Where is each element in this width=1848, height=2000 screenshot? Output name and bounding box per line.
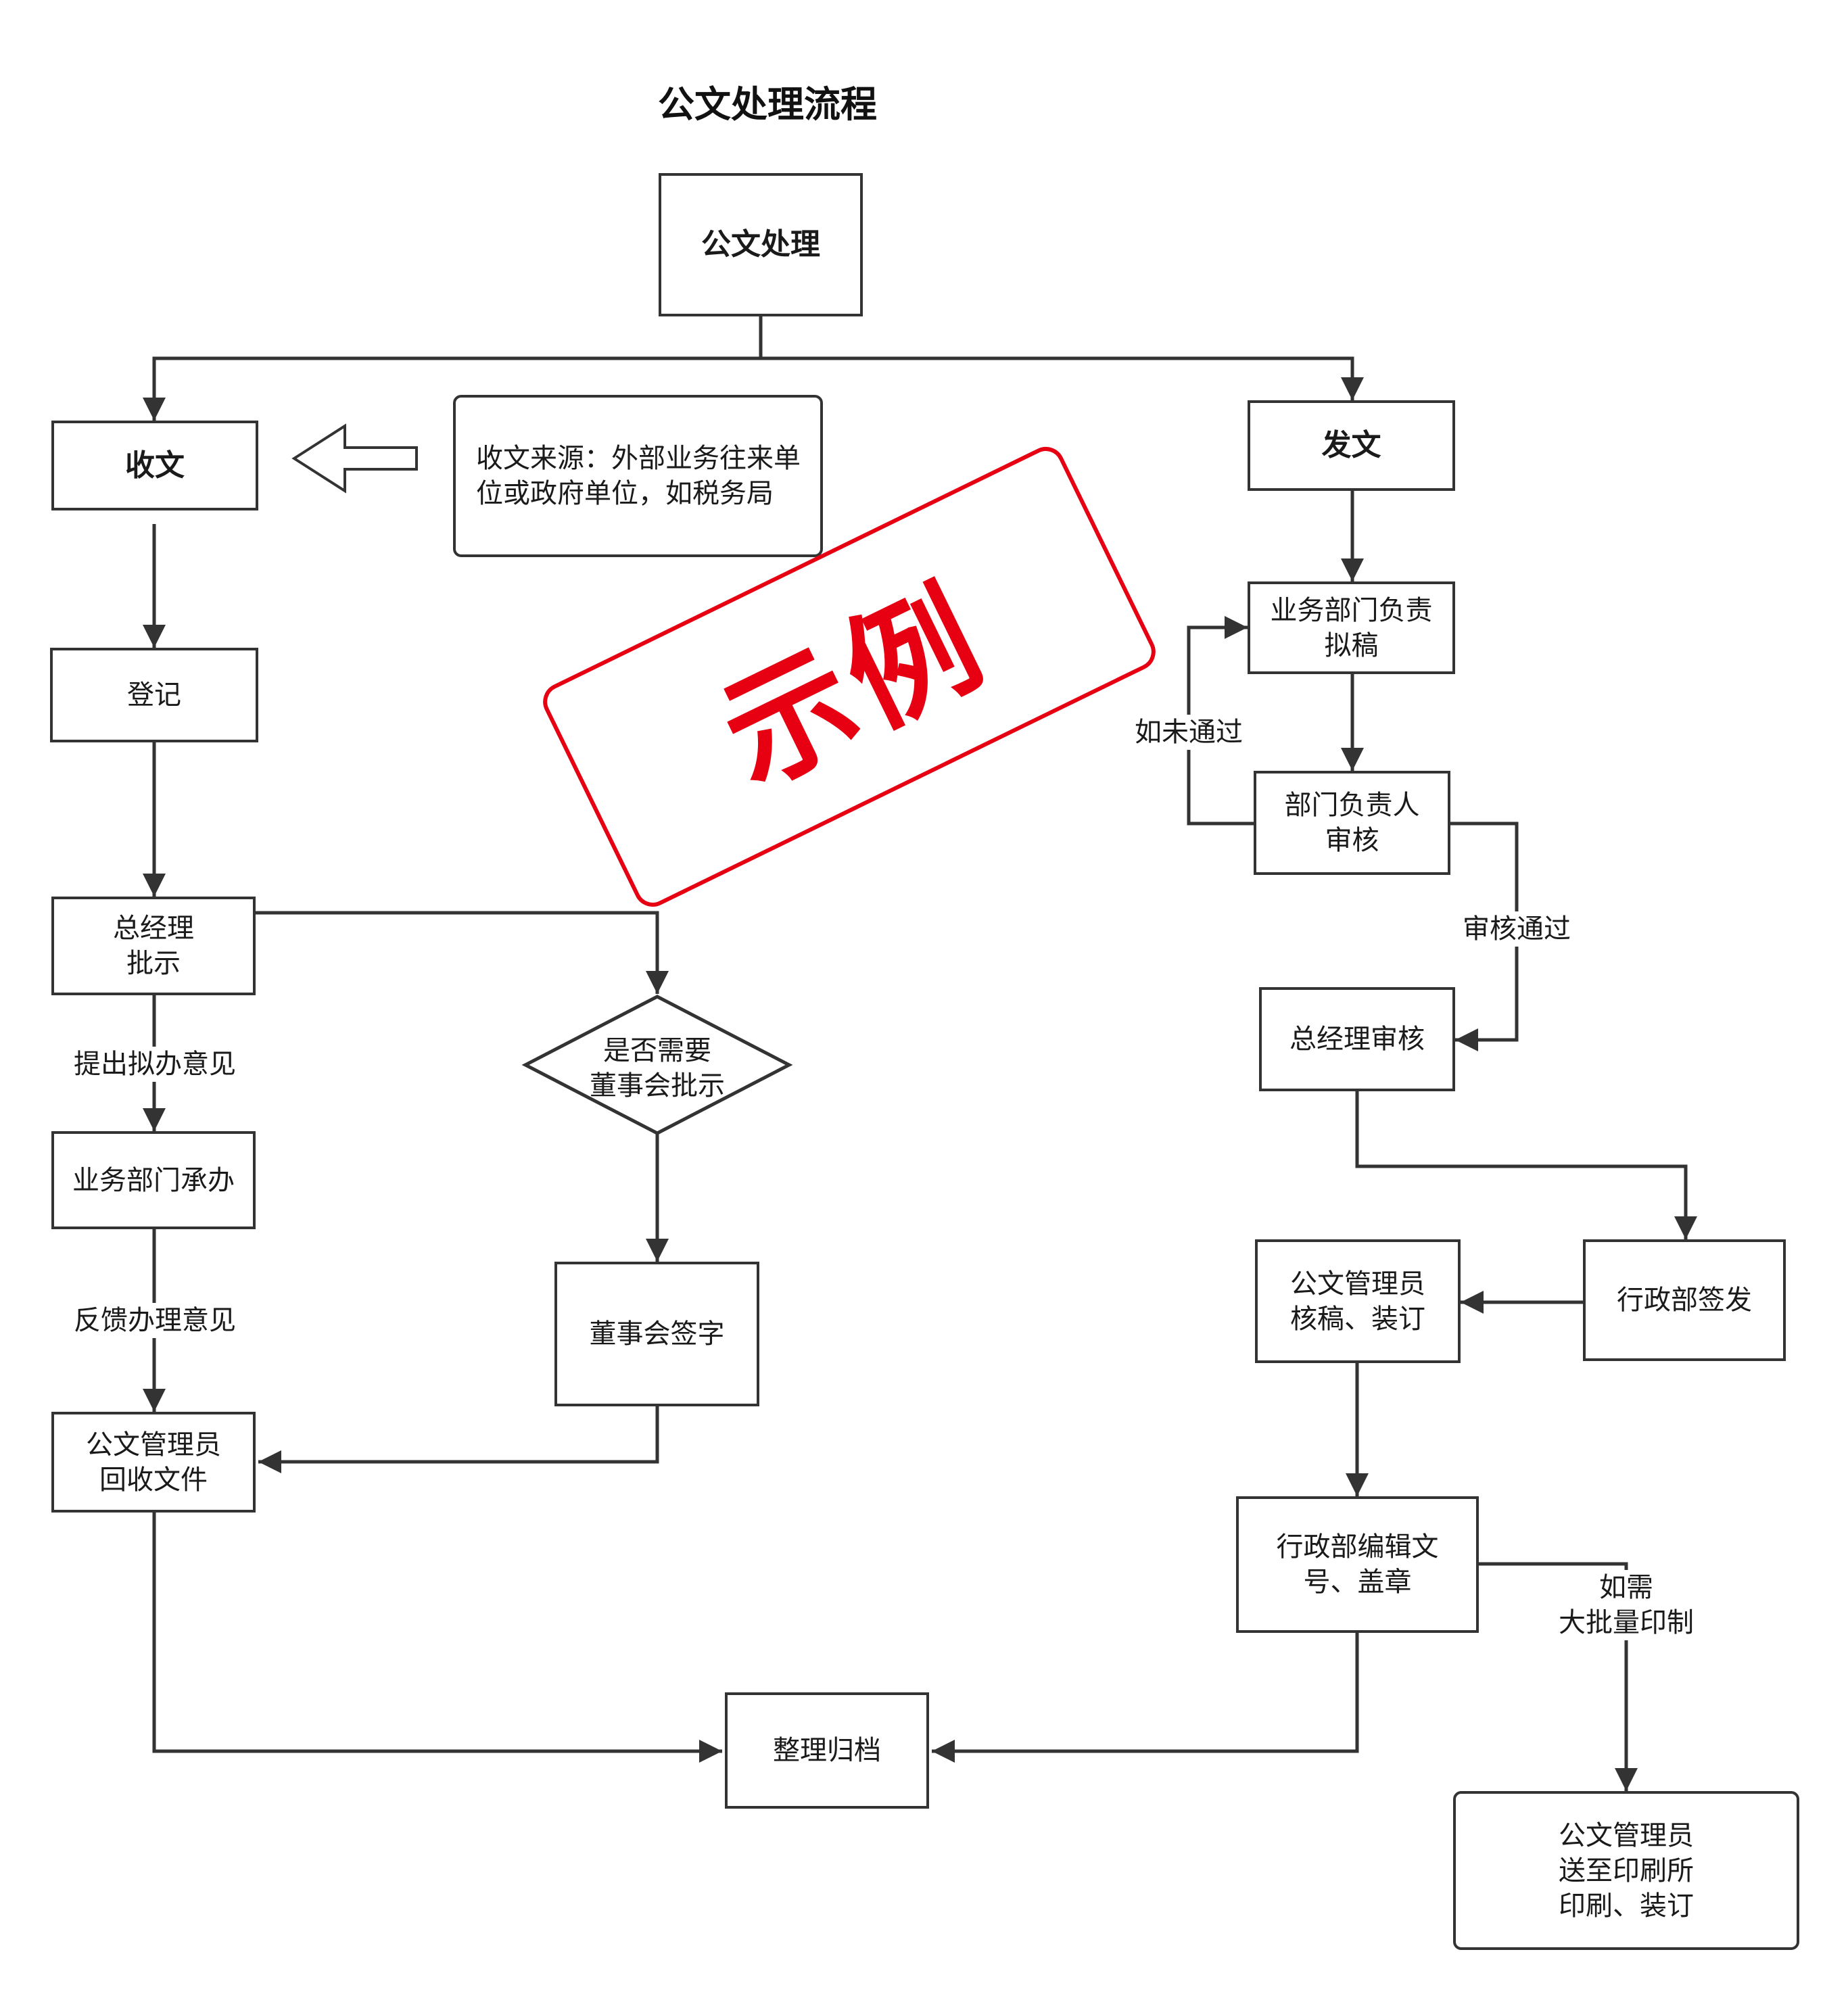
node-admin-verify: 公文管理员 核稿、装订 (1255, 1239, 1461, 1363)
node-print-shop: 公文管理员 送至印刷所 印刷、装订 (1453, 1791, 1799, 1950)
node-dept-review: 部门负责人 审核 (1254, 771, 1450, 875)
node-root: 公文处理 (659, 173, 863, 316)
node-send: 发文 (1248, 400, 1455, 491)
decision-diamond (521, 995, 793, 1135)
decision-need-board-text: 是否需要 董事会批示 (590, 1035, 725, 1101)
edge-number-to-archive (932, 1633, 1359, 1763)
node-dept-draft: 业务部门负责 拟稿 (1248, 581, 1455, 674)
label-mass-print: 如需 大批量印制 (1552, 1570, 1701, 1640)
label-review-passed: 审核通过 (1463, 911, 1571, 947)
label-not-passed: 如未通过 (1135, 715, 1243, 750)
node-board-sign: 董事会签字 (554, 1262, 759, 1406)
edge-root-to-receive (143, 356, 761, 421)
label-feedback: 反馈办理意见 (70, 1303, 239, 1338)
page-title: 公文处理流程 (658, 83, 877, 126)
edge-board-to-admin (258, 1406, 659, 1473)
node-admin-collect: 公文管理员 回收文件 (51, 1412, 256, 1513)
hollow-left-arrow-icon (291, 423, 418, 494)
node-admin-sign: 行政部签发 (1583, 1239, 1786, 1361)
node-dept-handle: 业务部门承办 (51, 1131, 256, 1229)
edge-root-to-send (761, 356, 1364, 400)
node-receive-source-note: 收文来源：外部业务往来单 位或政府单位，如税务局 (453, 395, 823, 557)
edge-gm-to-decision (256, 911, 669, 994)
edge-admin-to-archive (152, 1513, 722, 1763)
edge-number-to-print (1479, 1562, 1638, 1791)
node-archive: 整理归档 (725, 1692, 929, 1809)
node-register: 登记 (50, 648, 258, 742)
node-admin-number: 行政部编辑文 号、盖章 (1236, 1496, 1479, 1633)
edge-gm-to-admin-sign (1355, 1091, 1697, 1239)
label-propose: 提出拟办意见 (70, 1047, 239, 1082)
node-gm-review: 总经理审核 (1259, 987, 1455, 1091)
node-receive: 收文 (51, 421, 258, 510)
node-gm-instruct: 总经理 批示 (51, 897, 256, 995)
